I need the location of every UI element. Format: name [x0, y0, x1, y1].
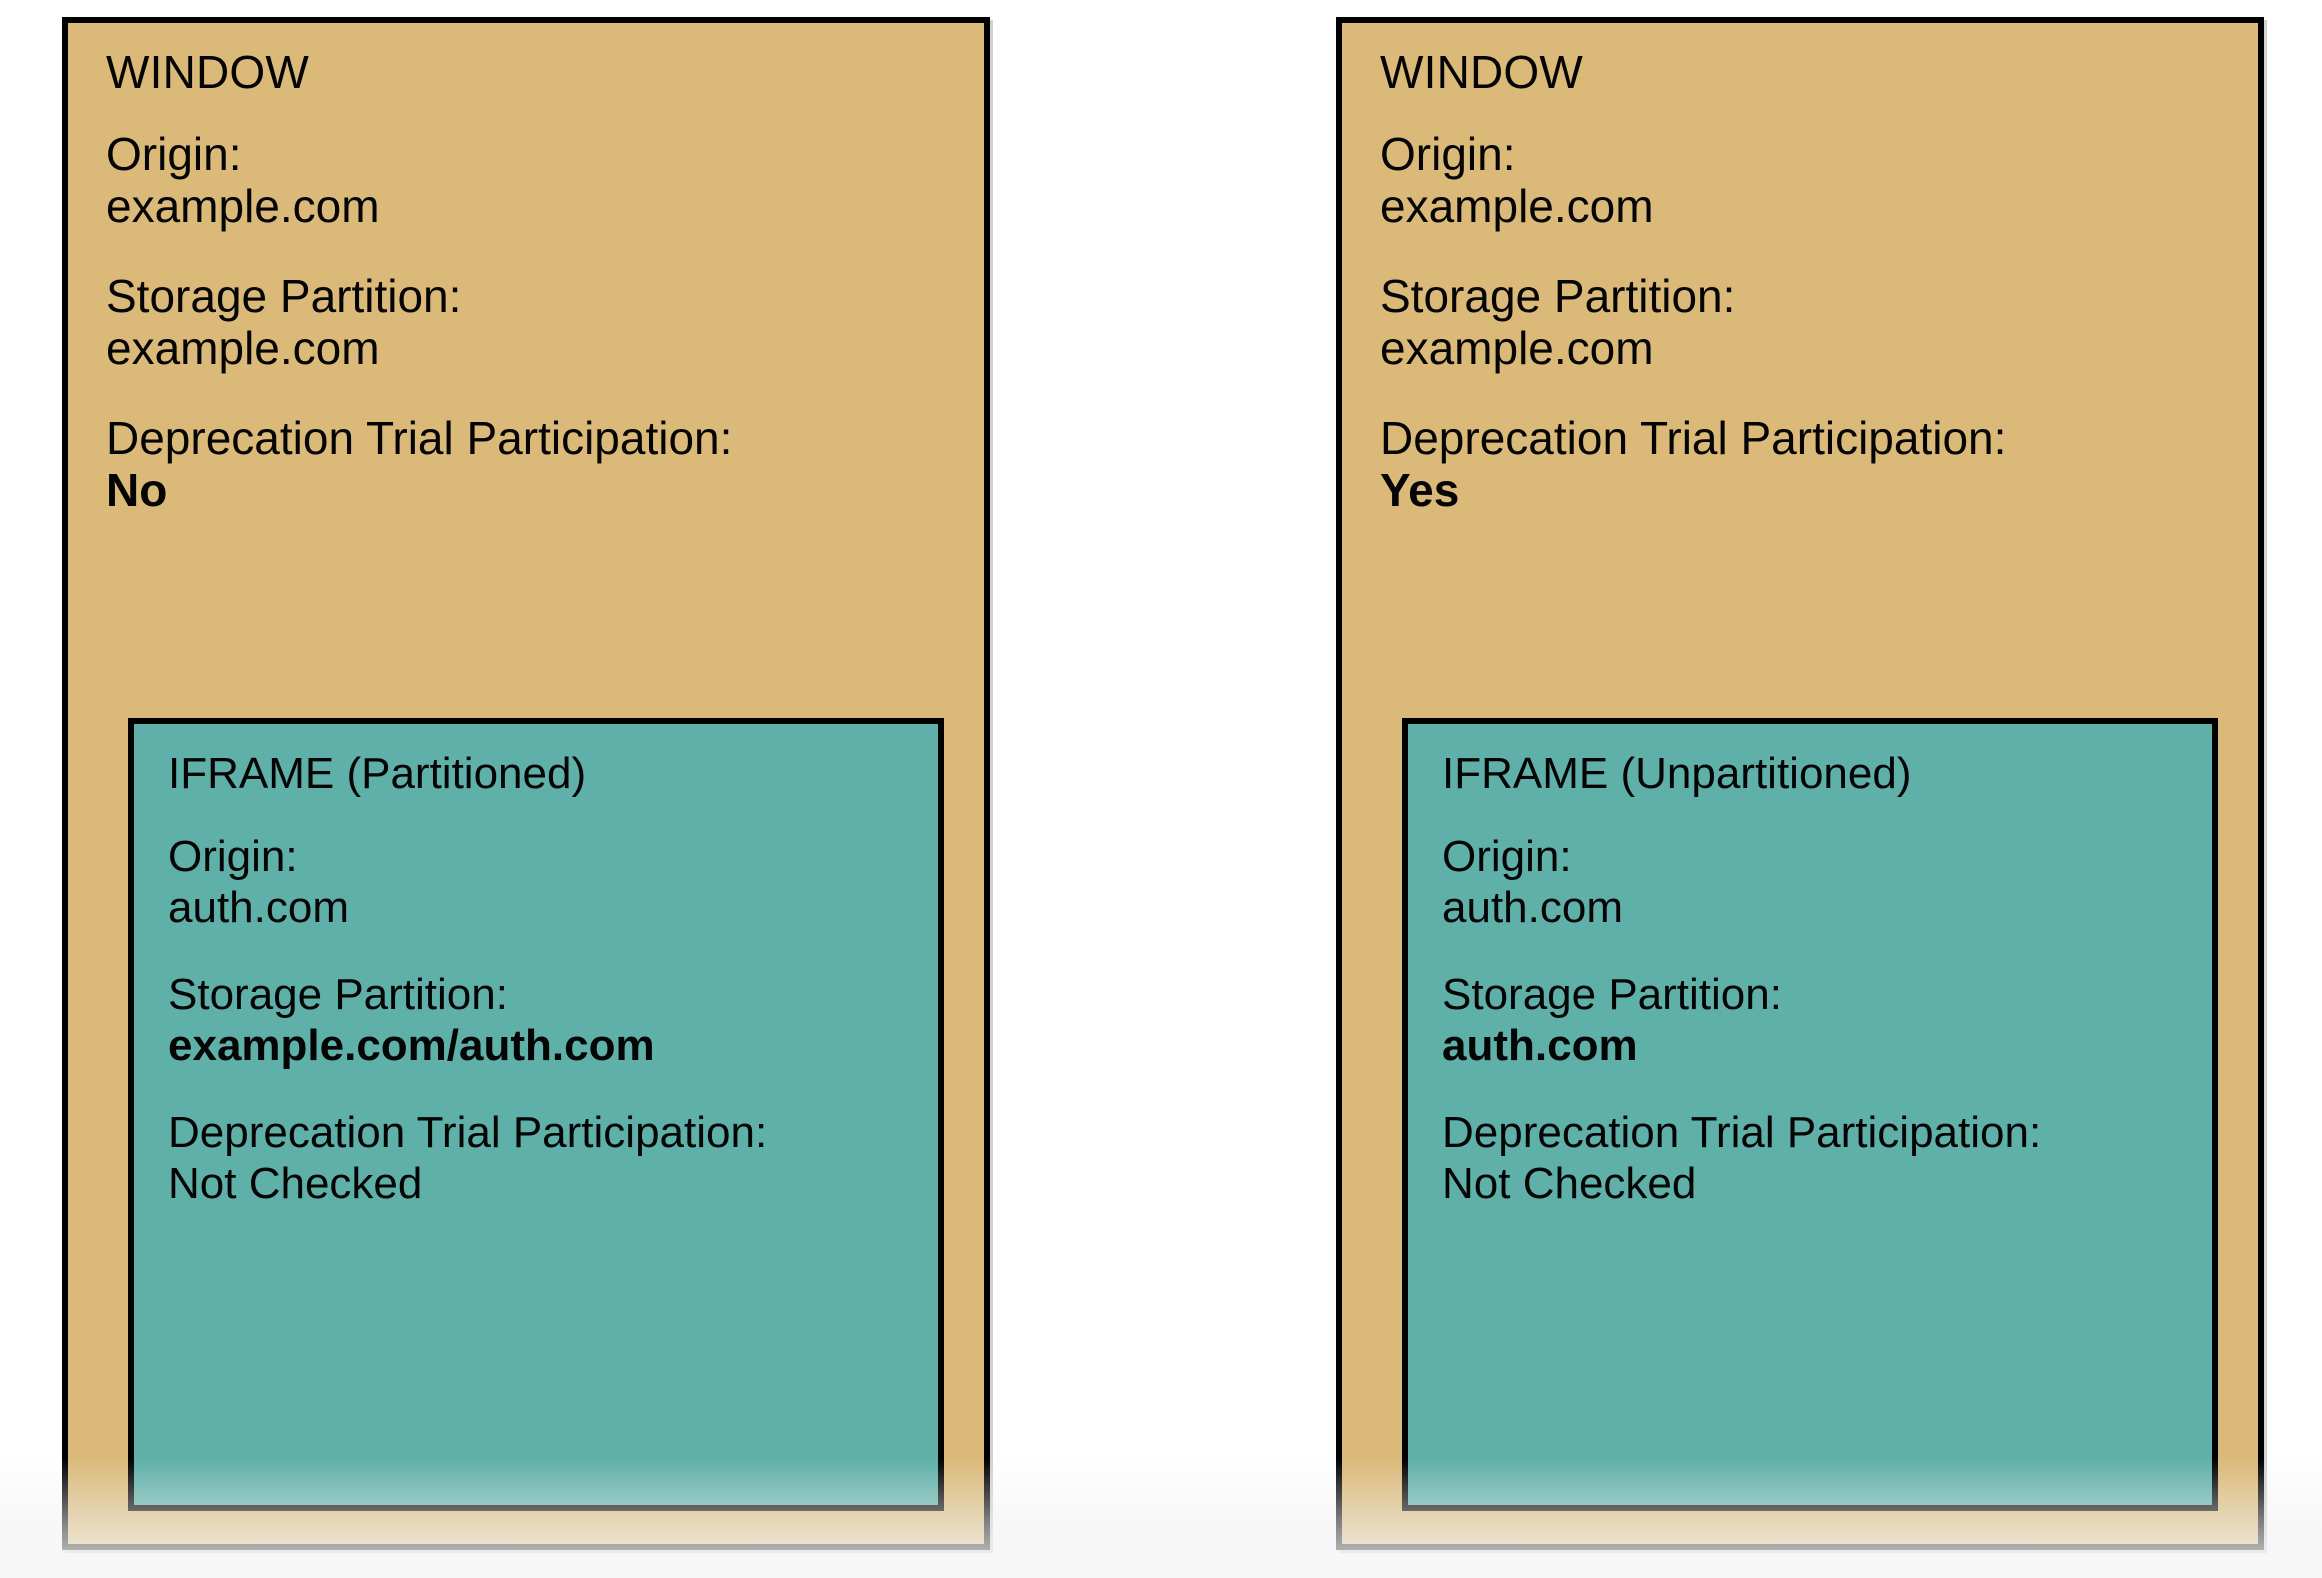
iframe-box-unpartitioned: IFRAME (Unpartitioned) Origin: auth.com … — [1402, 718, 2218, 1511]
field-value: example.com/auth.com — [168, 1021, 655, 1070]
field-label: Storage Partition: — [1442, 970, 1782, 1019]
window-field-origin: Origin: example.com — [1380, 128, 2220, 232]
iframe-box-partitioned: IFRAME (Partitioned) Origin: auth.com St… — [128, 718, 944, 1511]
window-title: WINDOW — [106, 46, 310, 98]
window-field-list: Origin: example.com Storage Partition: e… — [1380, 128, 2220, 516]
field-value: example.com — [106, 180, 380, 232]
window-box-partitioned: WINDOW Origin: example.com Storage Parti… — [62, 17, 990, 1550]
field-label: Storage Partition: — [168, 970, 508, 1019]
field-label: Deprecation Trial Participation: — [1442, 1108, 2042, 1157]
field-label: Storage Partition: — [106, 270, 462, 322]
field-value: No — [106, 464, 168, 516]
window-field-storage-partition: Storage Partition: example.com — [106, 270, 946, 374]
field-value: example.com — [1380, 180, 1654, 232]
iframe-title: IFRAME (Partitioned) — [168, 749, 587, 798]
iframe-field-list: Origin: auth.com Storage Partition: auth… — [1442, 831, 2182, 1245]
window-box-unpartitioned: WINDOW Origin: example.com Storage Parti… — [1336, 17, 2264, 1550]
field-value: Yes — [1380, 464, 1460, 516]
field-label: Deprecation Trial Participation: — [168, 1108, 768, 1157]
iframe-field-storage-partition: Storage Partition: example.com/auth.com — [168, 969, 908, 1071]
field-value: example.com — [106, 322, 380, 374]
iframe-field-origin: Origin: auth.com — [168, 831, 908, 933]
window-field-deprecation-trial: Deprecation Trial Participation: No — [106, 412, 946, 516]
window-field-list: Origin: example.com Storage Partition: e… — [106, 128, 946, 516]
field-label: Origin: — [168, 832, 298, 881]
iframe-field-deprecation-trial: Deprecation Trial Participation: Not Che… — [168, 1107, 908, 1209]
field-value: Not Checked — [168, 1159, 423, 1208]
field-label: Origin: — [1380, 128, 1516, 180]
field-label: Origin: — [1442, 832, 1572, 881]
iframe-field-list: Origin: auth.com Storage Partition: exam… — [168, 831, 908, 1245]
field-value: auth.com — [1442, 883, 1623, 932]
field-value: auth.com — [168, 883, 349, 932]
field-value: Not Checked — [1442, 1159, 1697, 1208]
window-field-deprecation-trial: Deprecation Trial Participation: Yes — [1380, 412, 2220, 516]
iframe-title: IFRAME (Unpartitioned) — [1442, 749, 1912, 798]
field-value: auth.com — [1442, 1021, 1638, 1070]
window-field-origin: Origin: example.com — [106, 128, 946, 232]
field-label: Deprecation Trial Participation: — [1380, 412, 2007, 464]
window-title: WINDOW — [1380, 46, 1584, 98]
iframe-field-origin: Origin: auth.com — [1442, 831, 2182, 933]
field-value: example.com — [1380, 322, 1654, 374]
window-field-storage-partition: Storage Partition: example.com — [1380, 270, 2220, 374]
iframe-field-deprecation-trial: Deprecation Trial Participation: Not Che… — [1442, 1107, 2182, 1209]
field-label: Storage Partition: — [1380, 270, 1736, 322]
field-label: Origin: — [106, 128, 242, 180]
field-label: Deprecation Trial Participation: — [106, 412, 733, 464]
iframe-field-storage-partition: Storage Partition: auth.com — [1442, 969, 2182, 1071]
